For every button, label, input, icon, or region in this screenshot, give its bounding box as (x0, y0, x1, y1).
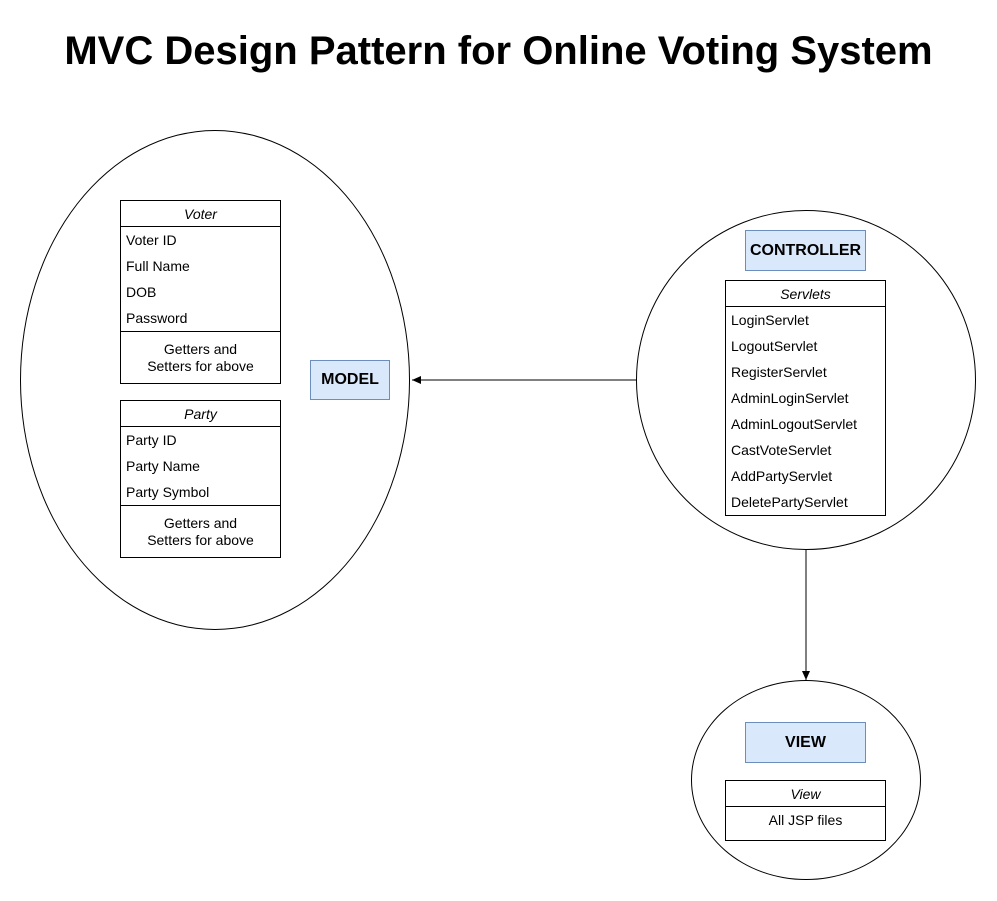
servlet-item: LoginServlet (731, 312, 809, 328)
party-methods: Getters and Setters for above (121, 505, 280, 557)
view-class: View All JSP files (725, 780, 886, 841)
view-class-header: View (726, 781, 885, 807)
servlet-item: CastVoteServlet (731, 442, 832, 458)
servlet-item: AdminLoginServlet (731, 390, 849, 406)
servlet-item: AddPartyServlet (731, 468, 833, 484)
servlet-item: RegisterServlet (731, 364, 827, 380)
servlets-class: Servlets LoginServlet LogoutServlet Regi… (725, 280, 886, 516)
voter-class: Voter Voter ID Full Name DOB Password Ge… (120, 200, 281, 384)
view-label: VIEW (745, 722, 866, 763)
view-ellipse (691, 680, 921, 880)
party-attribute: Party Name (126, 458, 200, 474)
servlet-item: DeletePartyServlet (731, 494, 848, 510)
servlet-item: LogoutServlet (731, 338, 818, 354)
voter-attribute: Password (126, 310, 188, 326)
voter-class-header: Voter (121, 201, 280, 227)
servlets-class-header: Servlets (726, 281, 885, 307)
voter-methods: Getters and Setters for above (121, 331, 280, 383)
voter-methods-text: Getters and Setters for above (147, 340, 254, 374)
voter-attribute: Full Name (126, 258, 190, 274)
view-content: All JSP files (768, 812, 843, 828)
voter-attribute: Voter ID (126, 232, 177, 248)
model-label: MODEL (310, 360, 390, 400)
servlet-item: AdminLogoutServlet (731, 416, 858, 432)
model-ellipse (20, 130, 410, 630)
diagram-title: MVC Design Pattern for Online Voting Sys… (64, 29, 933, 73)
party-class: Party Party ID Party Name Party Symbol G… (120, 400, 281, 558)
party-attribute: Party Symbol (126, 484, 210, 500)
party-class-header: Party (121, 401, 280, 427)
controller-label: CONTROLLER (745, 230, 866, 271)
party-attribute: Party ID (126, 432, 177, 448)
controller-ellipse (636, 210, 976, 550)
party-methods-text: Getters and Setters for above (147, 514, 254, 548)
voter-attribute: DOB (126, 284, 157, 300)
